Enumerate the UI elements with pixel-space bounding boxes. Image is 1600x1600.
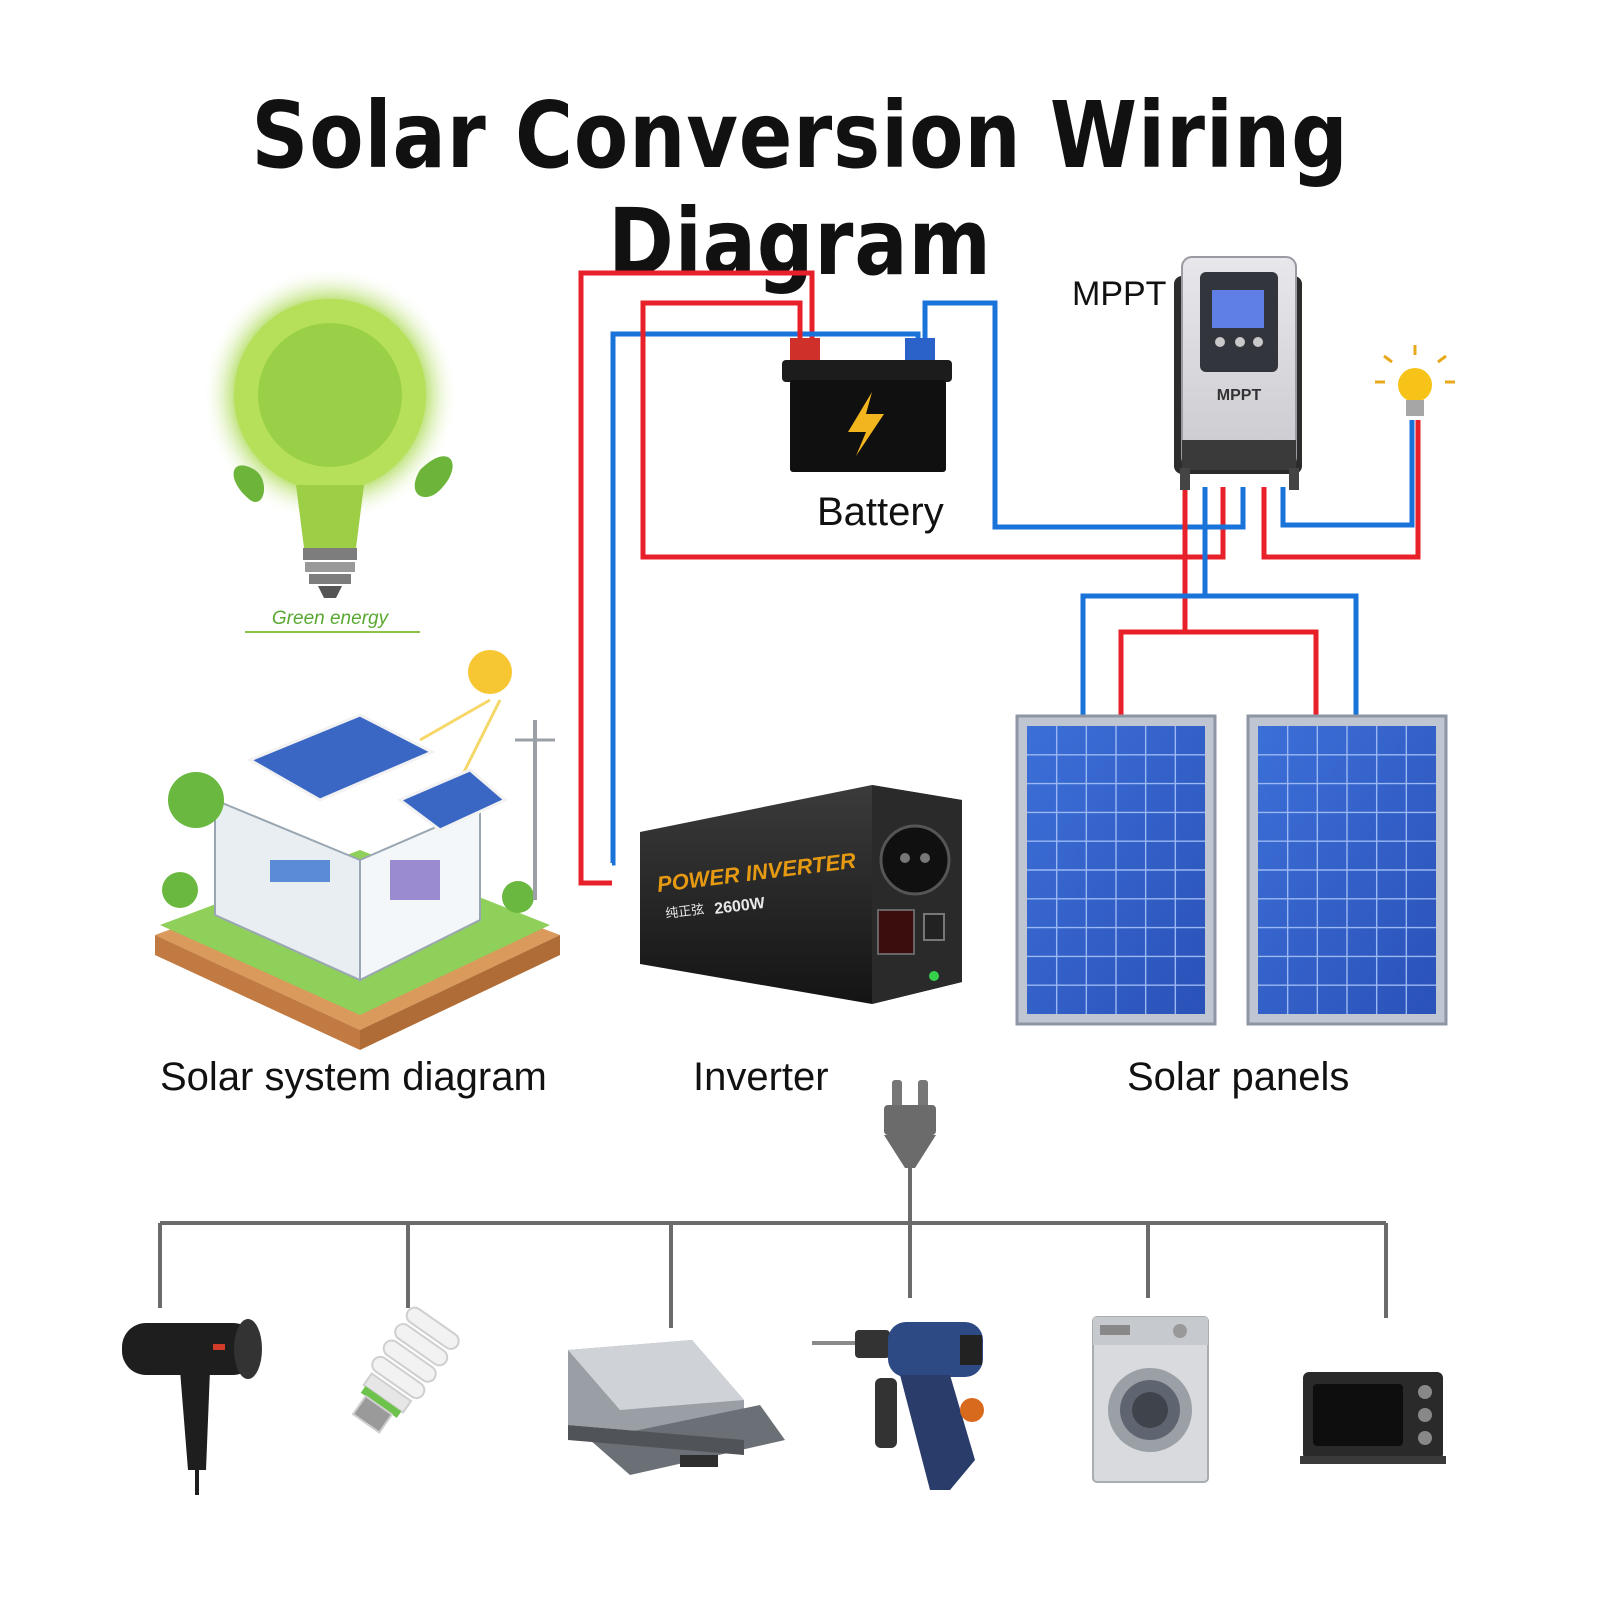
inverter-icon: POWER INVERTER 2600W 纯正弦	[640, 785, 962, 1004]
wire-pv-negative	[1080, 487, 1208, 716]
page-title: Solar Conversion Wiring Diagram	[251, 82, 1349, 296]
washing-machine-icon	[1092, 1316, 1209, 1483]
wire-load-negative	[1280, 420, 1415, 528]
solar-panel-right-icon	[1246, 714, 1448, 1026]
toaster-oven-icon	[1300, 1372, 1446, 1464]
hair-dryer-icon	[122, 1319, 262, 1495]
dc-wiring	[578, 270, 1421, 886]
green-energy-caption: Green energy	[272, 608, 390, 629]
inverter-cn-text: 纯正弦	[665, 901, 706, 921]
cfl-bulb-icon	[351, 1306, 460, 1434]
mppt-label: MPPT	[1072, 275, 1167, 313]
solar-panels-label: Solar panels	[1127, 1055, 1350, 1099]
inverter-power-text: 2600W	[713, 895, 766, 918]
green-energy-bulb-icon: Green energy	[202, 267, 458, 633]
inverter-label: Inverter	[693, 1055, 829, 1099]
printer-icon	[568, 1340, 785, 1475]
battery-label: Battery	[817, 490, 944, 534]
lamp-icon	[1375, 345, 1455, 416]
wire-load-positive	[1261, 420, 1421, 560]
solar-system-label: Solar system diagram	[160, 1055, 547, 1099]
mppt-front-label: MPPT	[1217, 387, 1262, 404]
mppt-controller-icon: MPPT	[1174, 256, 1302, 490]
wire-pv-positive	[1118, 487, 1188, 716]
wire-battery-negative	[922, 300, 1246, 530]
power-drill-icon	[812, 1322, 984, 1490]
battery-icon	[782, 338, 952, 472]
ac-distribution	[158, 1080, 1388, 1328]
solar-panel-left-icon	[1015, 714, 1217, 1026]
solar-house-illustration	[155, 650, 560, 1050]
wire-battery-positive	[640, 300, 1226, 560]
wire-inverter-positive	[578, 270, 815, 886]
plug-icon	[884, 1080, 936, 1168]
